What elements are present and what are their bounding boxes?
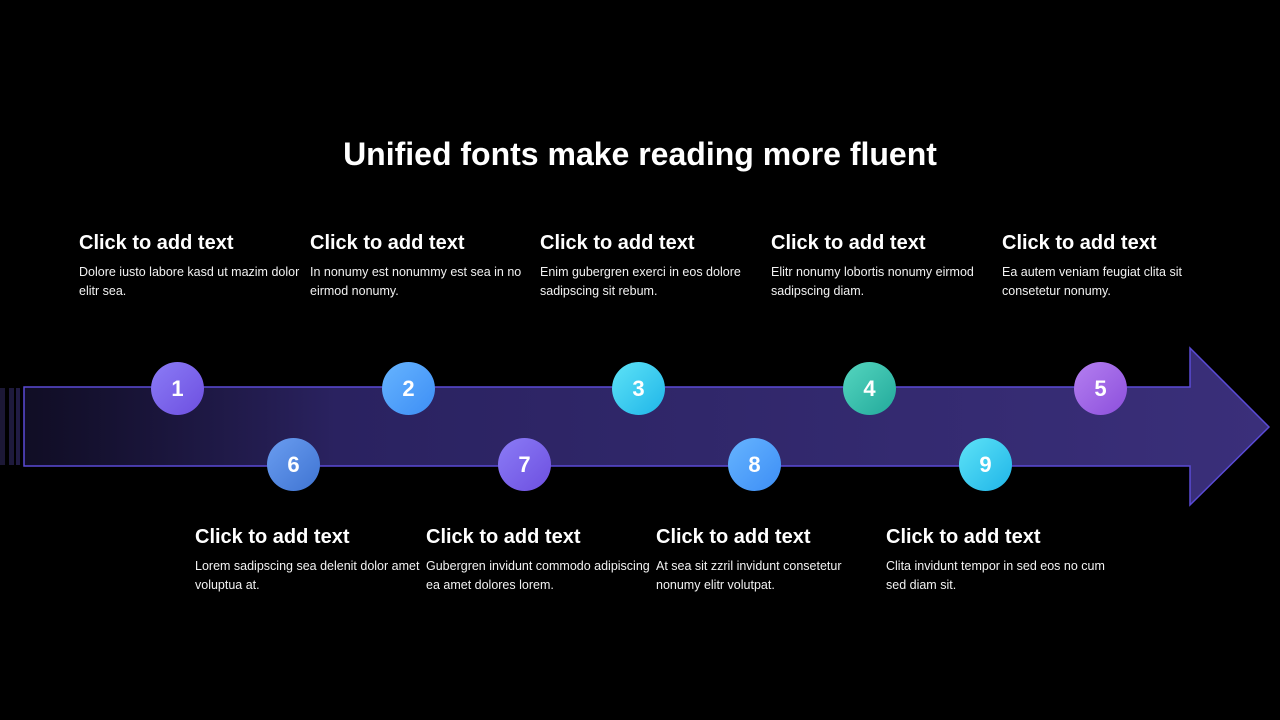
- step-block-2: Click to add text In nonumy est nonummy …: [310, 231, 540, 301]
- step-block-8: Click to add text At sea sit zzril invid…: [656, 525, 886, 595]
- step-block-1: Click to add text Dolore iusto labore ka…: [79, 231, 309, 301]
- step-number-badge-3: 3: [612, 362, 665, 415]
- step-description[interactable]: Clita invidunt tempor in sed eos no cum …: [886, 559, 1105, 592]
- step-heading[interactable]: Click to add text: [426, 526, 581, 548]
- step-block-3: Click to add text Enim gubergren exerci …: [540, 231, 770, 301]
- step-block-6: Click to add text Lorem sadipscing sea d…: [195, 525, 425, 595]
- step-number-badge-2: 2: [382, 362, 435, 415]
- step-description[interactable]: Elitr nonumy lobortis nonumy eirmod sadi…: [771, 265, 974, 298]
- page-title: Unified fonts make reading more fluent: [343, 136, 937, 172]
- step-description[interactable]: Ea autem veniam feugiat clita sit conset…: [1002, 265, 1182, 298]
- step-heading[interactable]: Click to add text: [310, 232, 465, 254]
- step-block-5: Click to add text Ea autem veniam feugia…: [1002, 231, 1232, 301]
- arrow-tail-stripe: [16, 388, 20, 465]
- step-description[interactable]: Gubergren invidunt commodo adipiscing ea…: [426, 559, 650, 592]
- step-heading[interactable]: Click to add text: [1002, 232, 1157, 254]
- step-heading[interactable]: Click to add text: [195, 526, 350, 548]
- step-number-badge-9: 9: [959, 438, 1012, 491]
- step-number-badge-8: 8: [728, 438, 781, 491]
- timeline-arrow: [0, 346, 1271, 507]
- arrow-body: [23, 346, 1271, 507]
- step-block-7: Click to add text Gubergren invidunt com…: [426, 525, 656, 595]
- step-number-badge-4: 4: [843, 362, 896, 415]
- step-block-9: Click to add text Clita invidunt tempor …: [886, 525, 1116, 595]
- step-heading[interactable]: Click to add text: [656, 526, 811, 548]
- step-number-badge-5: 5: [1074, 362, 1127, 415]
- step-description[interactable]: Lorem sadipscing sea delenit dolor amet …: [195, 559, 420, 592]
- step-heading[interactable]: Click to add text: [886, 526, 1041, 548]
- step-heading[interactable]: Click to add text: [79, 232, 234, 254]
- step-block-4: Click to add text Elitr nonumy lobortis …: [771, 231, 1001, 301]
- arrow-tail-stripe: [9, 388, 14, 465]
- step-description[interactable]: In nonumy est nonummy est sea in no eirm…: [310, 265, 522, 298]
- step-description[interactable]: At sea sit zzril invidunt consetetur non…: [656, 559, 842, 592]
- step-number-badge-1: 1: [151, 362, 204, 415]
- arrow-tail-stripe: [0, 388, 5, 465]
- step-heading[interactable]: Click to add text: [540, 232, 695, 254]
- step-description[interactable]: Dolore iusto labore kasd ut mazim dolor …: [79, 265, 300, 298]
- step-number-badge-7: 7: [498, 438, 551, 491]
- step-heading[interactable]: Click to add text: [771, 232, 926, 254]
- step-number-badge-6: 6: [267, 438, 320, 491]
- step-description[interactable]: Enim gubergren exerci in eos dolore sadi…: [540, 265, 741, 298]
